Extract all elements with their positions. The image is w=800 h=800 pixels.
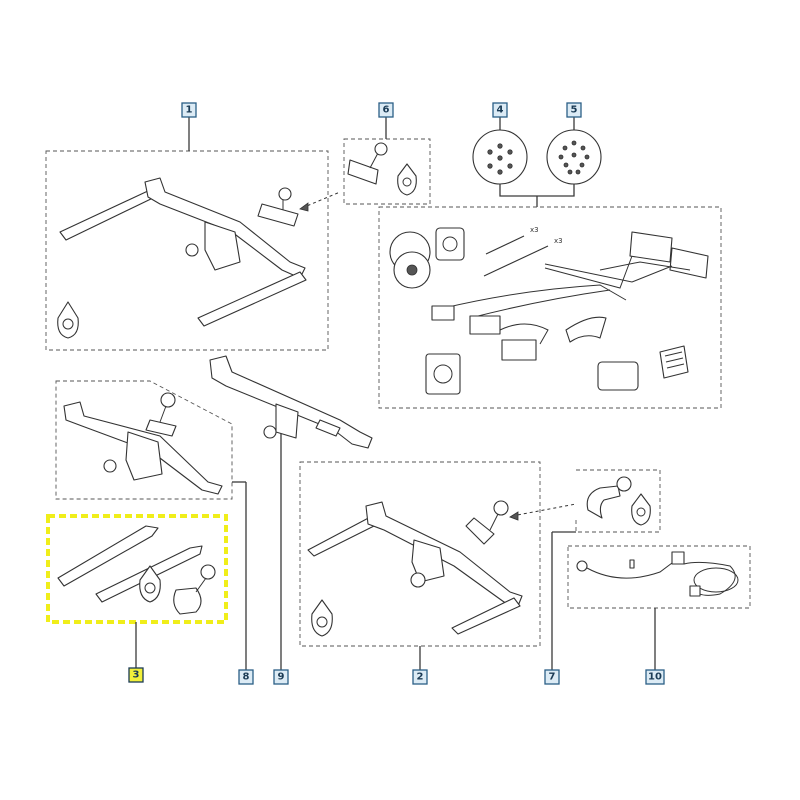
group-6-outline [343, 138, 431, 205]
group-6-tag [397, 163, 417, 196]
connector-small-1 [431, 305, 455, 321]
callout-8[interactable]: 8 [238, 669, 254, 685]
group-10-outline [567, 545, 751, 609]
pin-x3-bottom-label: x3 [554, 237, 563, 245]
callout-2[interactable]: 2 [412, 669, 428, 685]
group-7-ball [616, 476, 632, 492]
crossmember-left-arm [59, 189, 156, 241]
callout-1[interactable]: 1 [181, 102, 197, 118]
group-3-highlighted-kit [46, 514, 228, 668]
callout-7[interactable]: 7 [544, 669, 560, 685]
cable-coil [693, 567, 739, 593]
group-3-arm-1 [57, 525, 159, 587]
sockets-bracket-line [499, 184, 575, 207]
wiring-kit-outline [378, 206, 722, 409]
group-6-plate [347, 159, 379, 185]
cable-line [586, 559, 677, 579]
group-2-swan-neck [465, 517, 495, 545]
callout-6[interactable]: 6 [378, 102, 394, 118]
cable-connector [671, 551, 685, 565]
socket-7-pin [472, 117, 528, 185]
crossmember-right-arm [197, 271, 307, 327]
pin-x3-top-label: x3 [530, 226, 539, 234]
connector-small-3 [501, 339, 537, 361]
callout-4-label: 4 [497, 105, 504, 116]
grommet [435, 227, 465, 261]
group-8-ball [160, 392, 176, 408]
callout-5[interactable]: 5 [566, 102, 582, 118]
group-2-outline [299, 461, 541, 647]
group-8-bracket [125, 431, 163, 481]
group-3-highlight-outline [46, 514, 228, 624]
cable-plug [576, 560, 588, 572]
towball-plate [257, 203, 299, 227]
socket-13-pin [546, 117, 602, 185]
callout-10-label: 10 [648, 672, 662, 683]
group-2-bar [365, 501, 523, 607]
group-2-tag [311, 599, 333, 637]
group-7-outline [575, 469, 661, 533]
bracket-bolt [185, 243, 199, 257]
group-3-ball [200, 564, 216, 580]
callout-9-label: 9 [278, 672, 285, 683]
callout-2-label: 2 [417, 672, 424, 683]
callout-7-label: 7 [549, 672, 556, 683]
towball [278, 187, 292, 201]
callout-4[interactable]: 4 [492, 102, 508, 118]
socket-mounting-plate [425, 353, 461, 395]
callout-3[interactable]: 3 [128, 667, 144, 683]
group-8-crossmember-variant [55, 380, 247, 670]
callout-8-label: 8 [243, 672, 250, 683]
group-6-towball-kit [343, 117, 431, 205]
group-7-swan-neck-kit [551, 469, 661, 670]
wiring-harness-kit: x3 x3 [378, 206, 722, 409]
callout-9[interactable]: 9 [273, 669, 289, 685]
crossmember-bracket [204, 221, 241, 271]
crossmember-bar [144, 177, 306, 279]
group-9-crossmember [209, 355, 373, 670]
group-1-crossmember-kit [45, 117, 341, 351]
callout-10[interactable]: 10 [645, 669, 665, 685]
fitting-tag [57, 301, 79, 339]
group-2-ball [493, 500, 509, 516]
callout-1-label: 1 [186, 105, 193, 116]
callout-5-label: 5 [571, 105, 578, 116]
pin-bottom [483, 245, 549, 277]
group-7-tag [631, 493, 651, 526]
instruction-booklet [659, 345, 689, 379]
connector-block-1 [629, 231, 673, 263]
group-2-bracket [411, 539, 445, 583]
control-module [597, 361, 639, 391]
harness-cable-1 [544, 255, 633, 289]
group-6-ball [374, 142, 388, 156]
connector-small-2 [469, 315, 501, 335]
group-1-outline [45, 150, 329, 351]
callout-3-label: 3 [133, 670, 140, 681]
connector-block-2 [669, 247, 709, 279]
group-8-outline [55, 380, 233, 500]
group-2-main-crossmember [299, 461, 577, 670]
group-10-cable-kit [567, 545, 751, 670]
pin-top [485, 235, 525, 255]
cable-clip [565, 316, 607, 343]
group-3-swan-neck [173, 587, 202, 615]
callout-6-label: 6 [383, 105, 390, 116]
group-3-tag [139, 565, 161, 603]
group-2-right-arm [451, 597, 521, 635]
group-7-swan-neck [586, 485, 621, 519]
